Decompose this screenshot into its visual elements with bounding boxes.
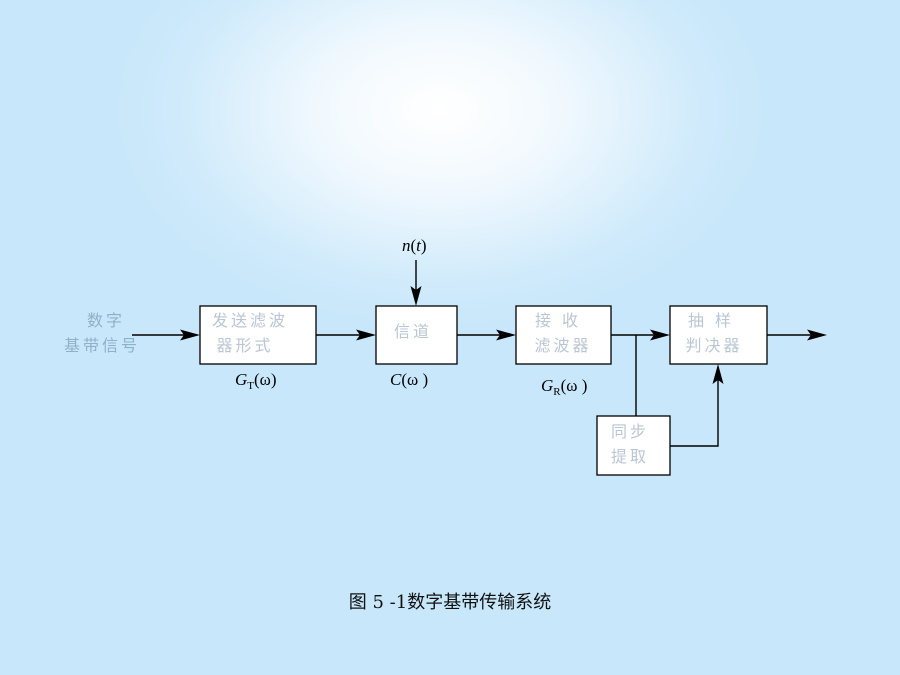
arrowhead-decider-icon <box>650 329 670 341</box>
sync-extract-block: 同步 提取 <box>596 415 671 476</box>
transmit-filter-line2: 器形式 <box>216 336 273 355</box>
arrowhead-rx-icon <box>496 329 516 341</box>
receive-filter-line1: 接 收 <box>535 311 581 330</box>
receive-filter-block: 接 收 滤波器 <box>515 305 612 365</box>
channel-function: C(ω ) <box>390 370 428 389</box>
arrowhead-channel-icon <box>356 329 376 341</box>
arrowhead-tx-icon <box>180 329 200 341</box>
arrowhead-sync-icon <box>712 364 724 384</box>
sync-extract-line1: 同步 <box>611 422 649 441</box>
transmit-filter-function: GT(ω) <box>235 370 277 392</box>
source-label-line2: 基带信号 <box>64 336 140 355</box>
source-label-line1: 数字 <box>87 311 125 330</box>
sampler-decider-line1: 抽 样 <box>688 311 734 330</box>
channel-line1: 信道 <box>394 322 432 341</box>
arrowhead-noise-icon <box>410 286 422 306</box>
transmit-filter-block: 发送滤波 器形式 <box>199 305 317 365</box>
noise-label: n(t) <box>402 236 427 255</box>
channel-block: 信道 <box>375 305 458 365</box>
transmit-filter-line1: 发送滤波 <box>212 311 288 330</box>
receive-filter-line2: 滤波器 <box>534 336 591 355</box>
sampler-decider-block: 抽 样 判决器 <box>669 305 768 365</box>
arrow-sync-to-decider <box>670 376 719 447</box>
arrowhead-output-icon <box>807 329 827 341</box>
connections <box>132 260 827 447</box>
source-label: 数字 基带信号 <box>64 311 140 355</box>
figure-caption: 图 5 -1数字基带传输系统 <box>348 592 552 613</box>
sampler-decider-line2: 判决器 <box>685 336 742 355</box>
receive-filter-function: GR(ω ) <box>541 376 587 398</box>
sync-extract-line2: 提取 <box>611 447 649 466</box>
